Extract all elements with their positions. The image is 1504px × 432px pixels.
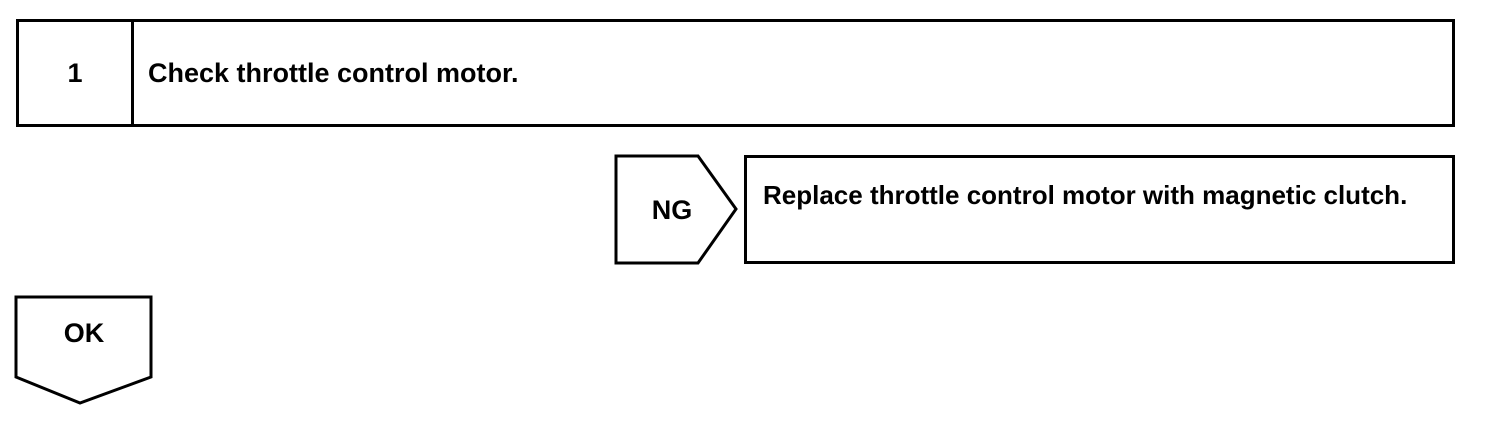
ng-action-text: Replace throttle control motor with magn… bbox=[763, 180, 1408, 210]
step-number: 1 bbox=[19, 22, 134, 124]
ng-arrow-shape bbox=[614, 154, 738, 265]
step-box: 1 Check throttle control motor. bbox=[16, 19, 1455, 127]
ng-action-box: Replace throttle control motor with magn… bbox=[744, 155, 1455, 264]
step-title: Check throttle control motor. bbox=[148, 57, 519, 88]
ok-arrow-shape bbox=[14, 295, 153, 405]
ok-label: OK bbox=[63, 318, 105, 348]
ng-label: NG bbox=[651, 194, 693, 225]
